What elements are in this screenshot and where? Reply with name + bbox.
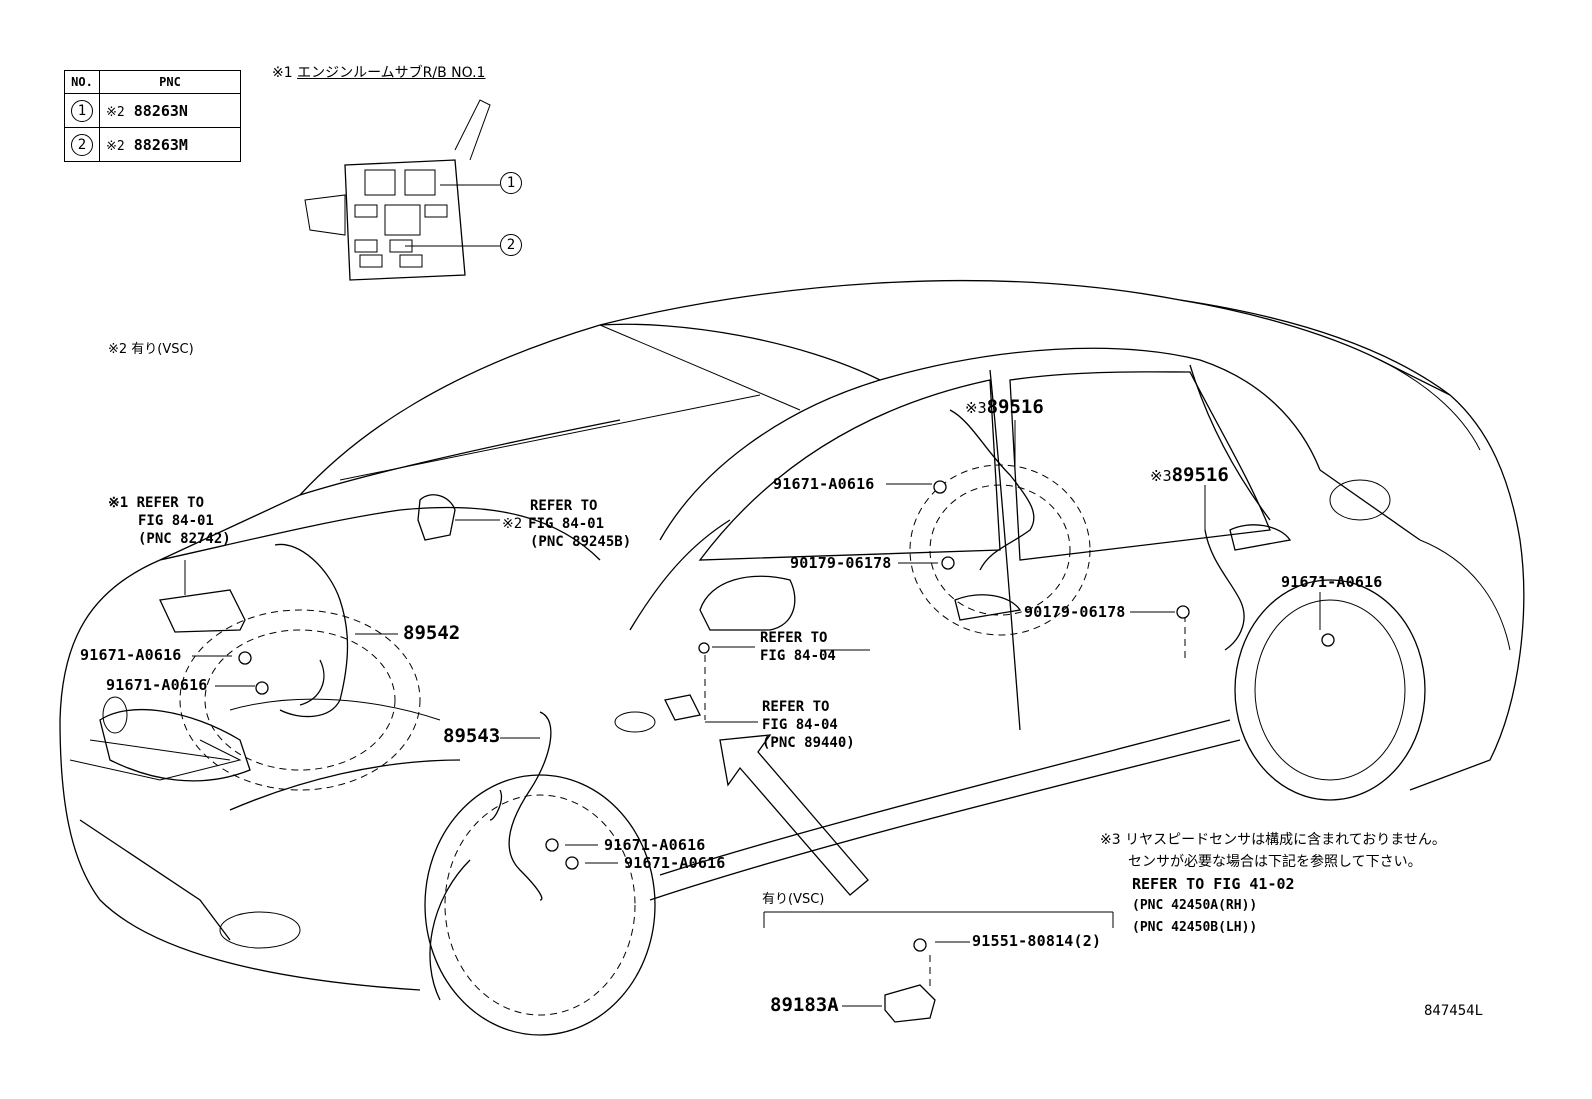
table-cell-no: 1	[64, 93, 100, 128]
refer-door: REFER TO FIG 84-04	[760, 630, 836, 664]
bolt-label-6: 91671-A0616	[624, 854, 726, 872]
part-number: 88263M	[133, 135, 188, 154]
table-row: 2 ※2 88263M	[64, 127, 241, 162]
table-header-pnc: PNC	[99, 70, 241, 94]
table-row: 1 ※2 88263N	[64, 93, 241, 128]
vsc-label: 有り(VSC)	[762, 892, 825, 907]
refer-door-2: REFER TO FIG 84-04 (PNC 89440)	[762, 699, 855, 751]
table-header-row: NO. PNC	[64, 70, 241, 94]
note-1-mark: ※1	[272, 65, 293, 81]
bolt-label-3: 91671-A0616	[80, 646, 182, 664]
part-89542: 89542	[403, 622, 461, 644]
clip-label-2: 90179-06178	[1024, 603, 1126, 621]
note-mark: ※2	[106, 104, 125, 120]
note-3: ※3 リヤスピードセンサは構成に含まれておりません。 センサが必要な場合は下記を…	[1100, 832, 1446, 935]
note-mark: ※2	[106, 138, 125, 154]
bolt-label-1: 91671-A0616	[773, 475, 875, 493]
pnc-table: NO. PNC 1 ※2 88263N 2 ※2 88263M	[64, 70, 241, 162]
bolt-label-vsc: 91551-80814(2)	[972, 932, 1102, 950]
part-89183a: 89183A	[770, 994, 839, 1016]
table-cell-no: 2	[64, 127, 100, 162]
refer-left: ※1 REFER TO FIG 84-01 (PNC 82742)	[108, 495, 231, 547]
circled-number: 1	[71, 99, 93, 122]
part-89543: 89543	[443, 725, 501, 747]
bolt-label-2: 91671-A0616	[1281, 573, 1383, 591]
table-cell-pnc: ※2 88263M	[99, 127, 241, 162]
note-2: ※2 有り(VSC)	[108, 342, 194, 357]
note-1: ※1 エンジンルームサブR/B NO.1	[272, 66, 485, 80]
table-cell-pnc: ※2 88263N	[99, 93, 241, 128]
circled-number: 2	[71, 133, 93, 156]
table-header-no: NO.	[64, 70, 100, 94]
figure-id: 847454L	[1424, 1003, 1484, 1019]
bolt-label-5: 91671-A0616	[604, 836, 706, 854]
part-89516-mid: ※389516	[1150, 464, 1229, 486]
part-number: 88263N	[133, 101, 188, 120]
circle-callout-1: 1	[500, 172, 522, 194]
circle-callout-2: 2	[500, 234, 522, 256]
bolt-label-4: 91671-A0616	[106, 676, 208, 694]
note-1-text: エンジンルームサブR/B NO.1	[297, 65, 486, 81]
part-89516-top: ※389516	[965, 396, 1044, 418]
clip-label-1: 90179-06178	[790, 554, 892, 572]
